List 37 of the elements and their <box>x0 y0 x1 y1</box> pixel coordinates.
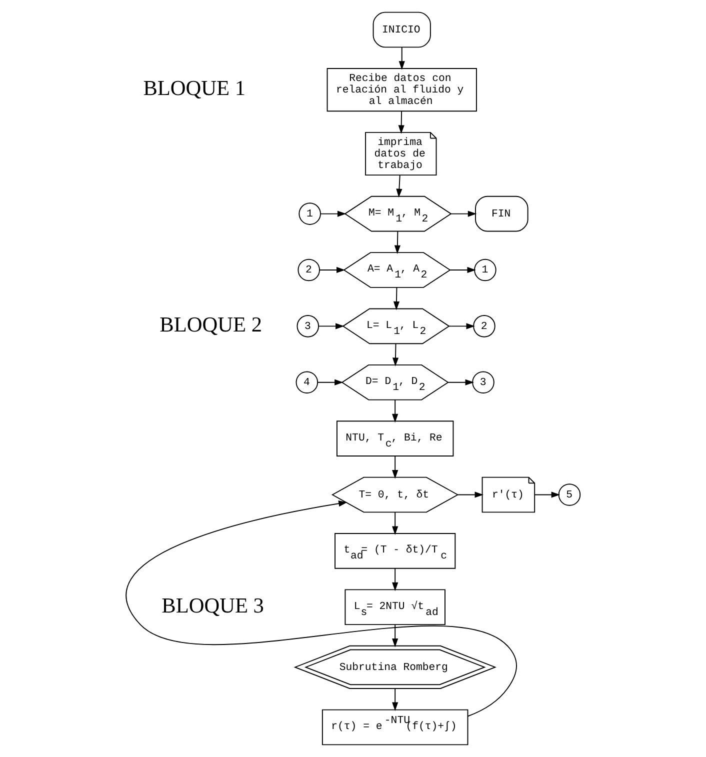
node-circle: 2 <box>298 258 320 282</box>
arrow <box>392 343 399 366</box>
node-circle: 1 <box>474 258 496 282</box>
arrow <box>398 110 404 134</box>
label: BLOQUE 3 <box>162 594 264 618</box>
arrow <box>392 456 398 479</box>
arrow <box>319 266 346 274</box>
arrow <box>534 492 560 498</box>
node-box: INICIO <box>372 12 431 48</box>
arrow <box>392 512 398 535</box>
arrow <box>392 624 398 648</box>
arrow <box>448 323 475 330</box>
arrow <box>320 210 346 217</box>
arrow <box>318 323 344 330</box>
arrow <box>392 399 398 423</box>
label: BLOQUE 2 <box>160 312 262 337</box>
arrow <box>450 210 477 217</box>
node-circle: 1 <box>298 202 321 225</box>
arrow <box>394 230 400 254</box>
arrow <box>393 287 400 310</box>
node-circle: 3 <box>472 371 494 394</box>
arrow <box>317 379 344 386</box>
arrow <box>396 174 402 198</box>
label: BLOQUE 1 <box>143 76 246 100</box>
node-box: Recibe datos con relación al fluido y al almacén <box>326 68 477 112</box>
arrow <box>448 379 474 386</box>
node-circle: 2 <box>473 315 496 338</box>
node-box: FIN <box>475 196 528 232</box>
arrow <box>126 500 517 717</box>
node-circle: 5 <box>558 484 581 506</box>
node-circle: 4 <box>296 371 318 394</box>
arrow <box>398 46 405 70</box>
arrow <box>450 266 476 274</box>
arrow <box>392 688 398 711</box>
arrow <box>457 492 484 498</box>
node-circle: 3 <box>296 315 320 338</box>
arrow <box>392 568 398 592</box>
